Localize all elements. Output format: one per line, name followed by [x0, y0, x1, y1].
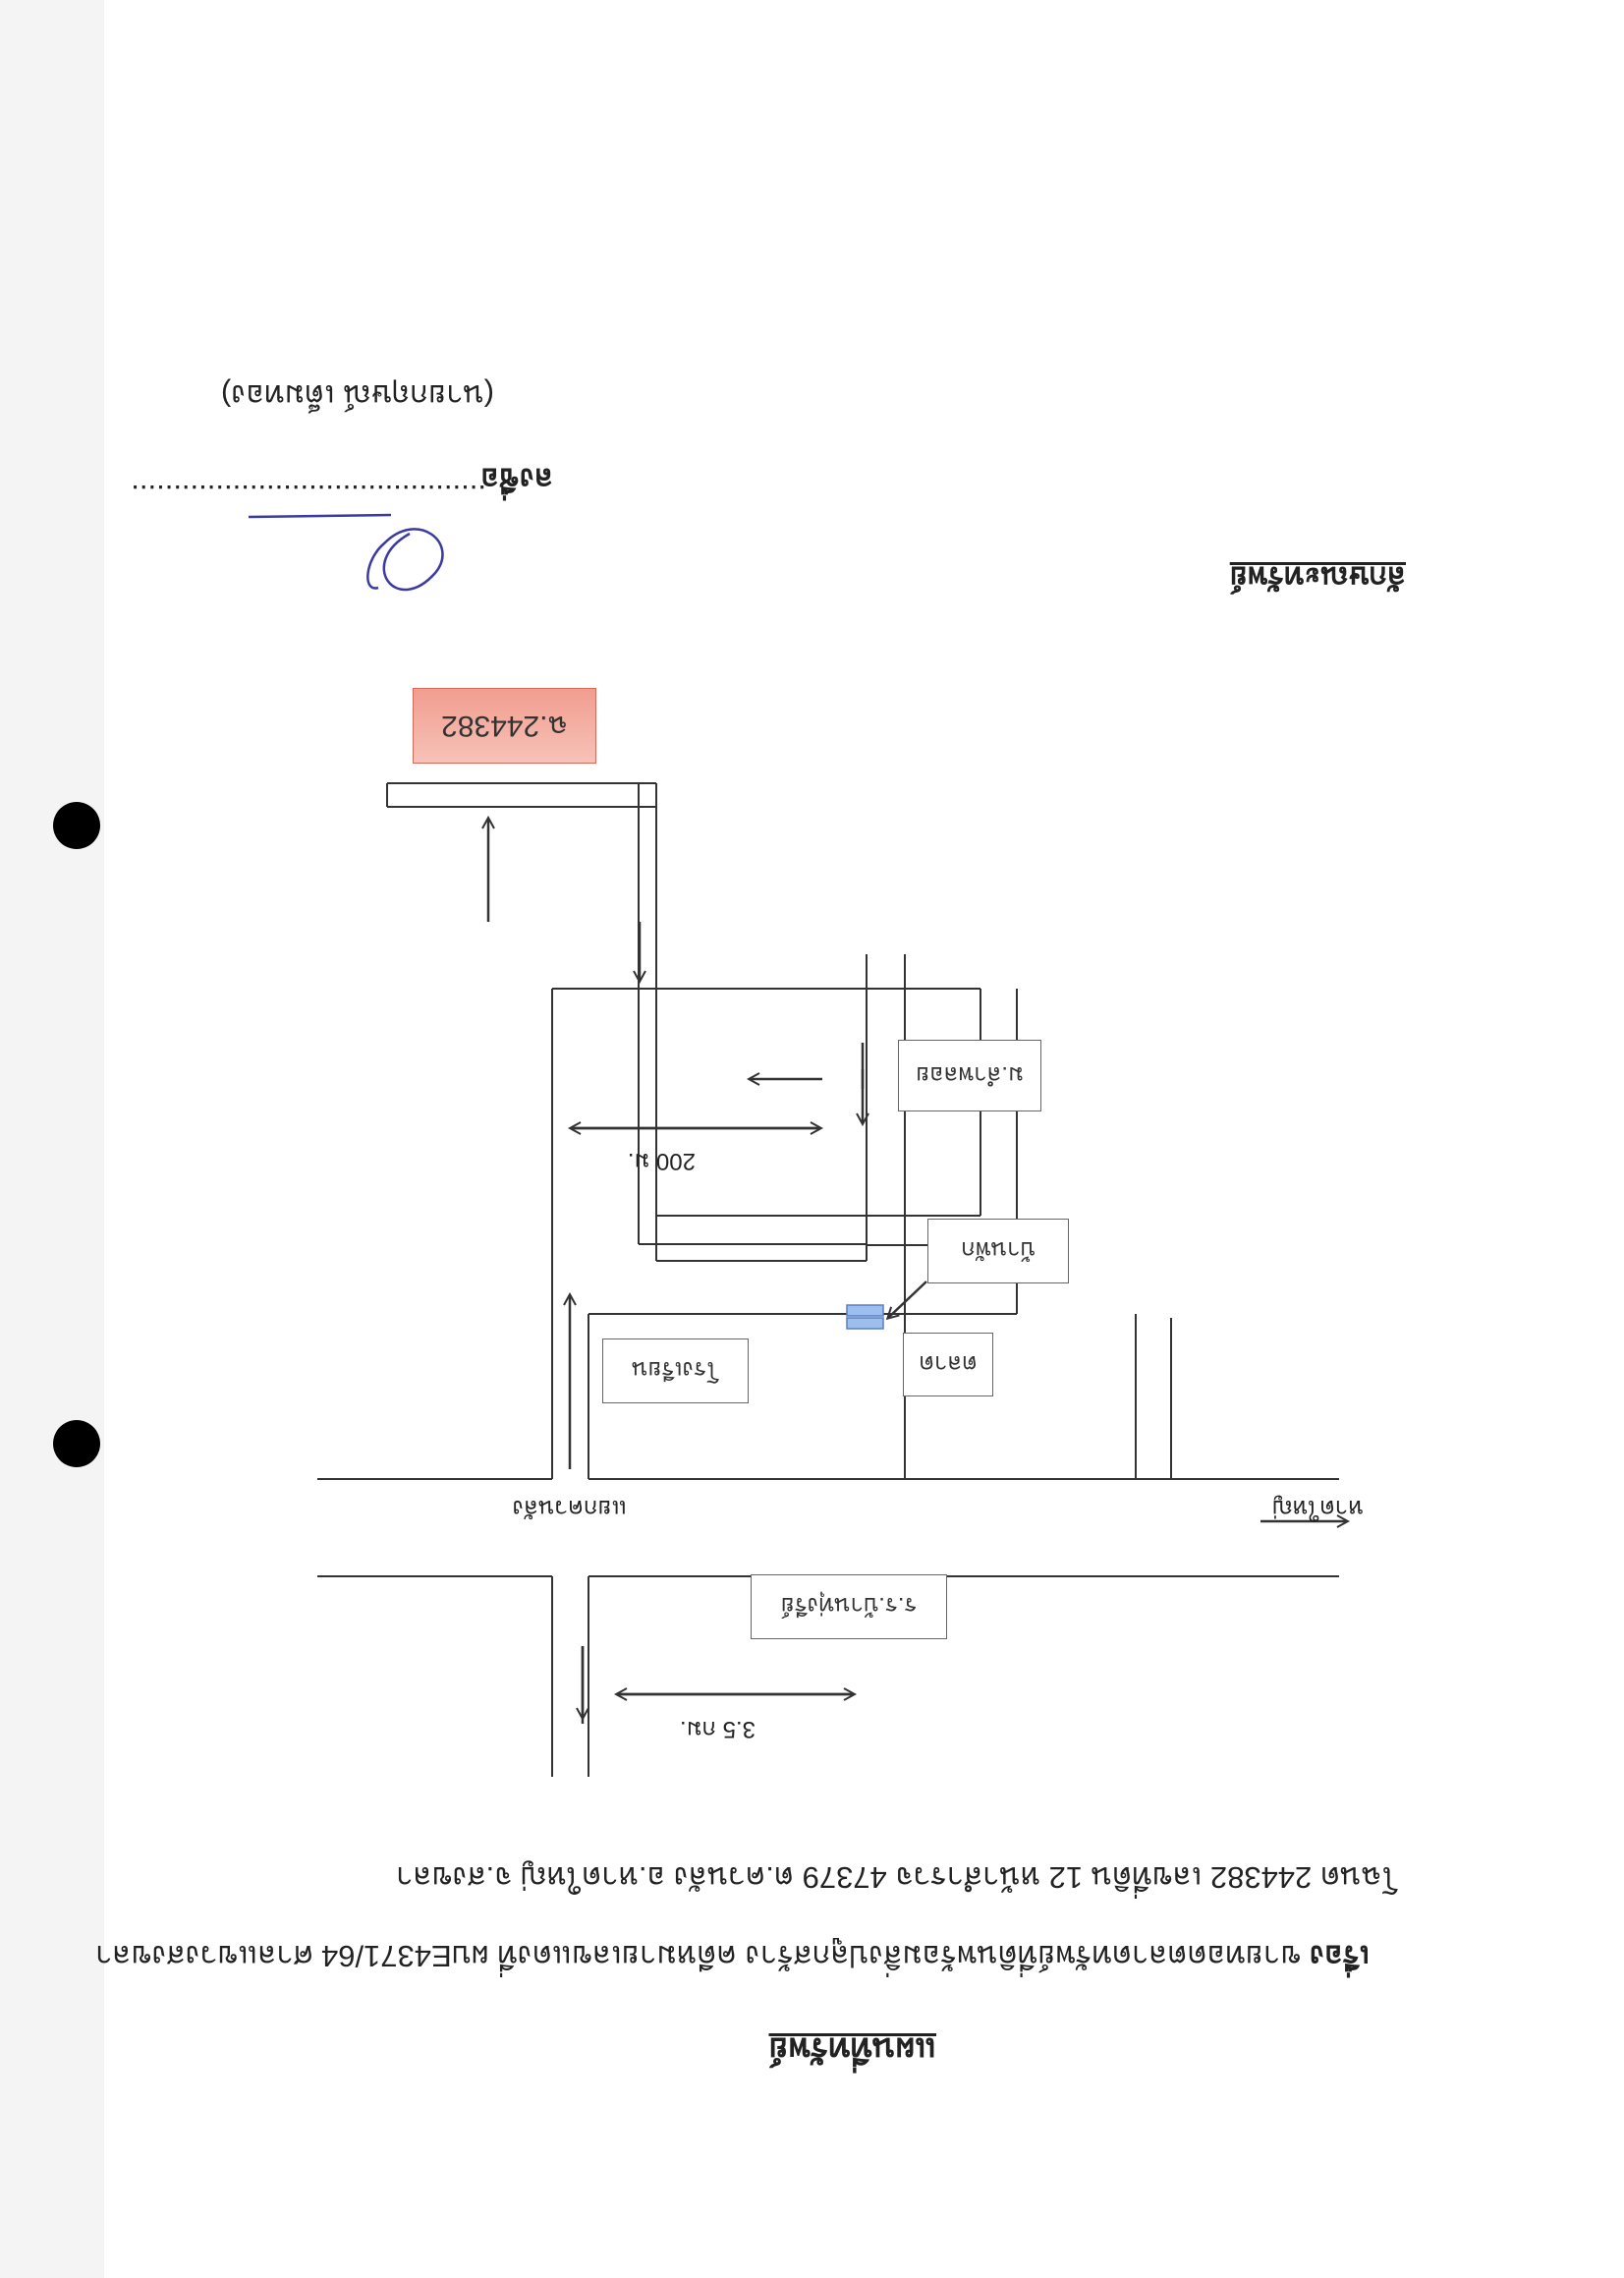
landmark-mosque: ม.ลำพลอย — [898, 1040, 1041, 1111]
landmark-house: บ้านพัก — [927, 1219, 1069, 1283]
distance-35km: 3.5 กม. — [679, 1716, 756, 1742]
signer-name: (นายกฤษณ์ เต็มทอง) — [220, 378, 494, 413]
signature-scribble — [248, 513, 444, 592]
landmark-bridge: ร.ร.บ้านทุ่งรีย์ — [751, 1574, 947, 1639]
distance-200m: 200 ม. — [627, 1148, 696, 1174]
landmark-school: โรงเรียน — [602, 1338, 749, 1403]
landmark-market: ตลาด — [903, 1333, 993, 1396]
section-heading: ลักษณะทรัพย์ — [1229, 560, 1406, 595]
deed-stamp: ฉ.244382 — [413, 688, 596, 764]
house-marker — [846, 1317, 884, 1330]
label-hatyai: หาดใหญ่ — [1272, 1495, 1364, 1521]
signature-line: ........................................… — [131, 479, 486, 513]
label-junction: แยกควนลัง — [512, 1495, 627, 1521]
signature-label: ลงชื่อ — [480, 462, 553, 496]
pointer-line — [888, 1281, 927, 1318]
house-marker — [846, 1304, 884, 1317]
